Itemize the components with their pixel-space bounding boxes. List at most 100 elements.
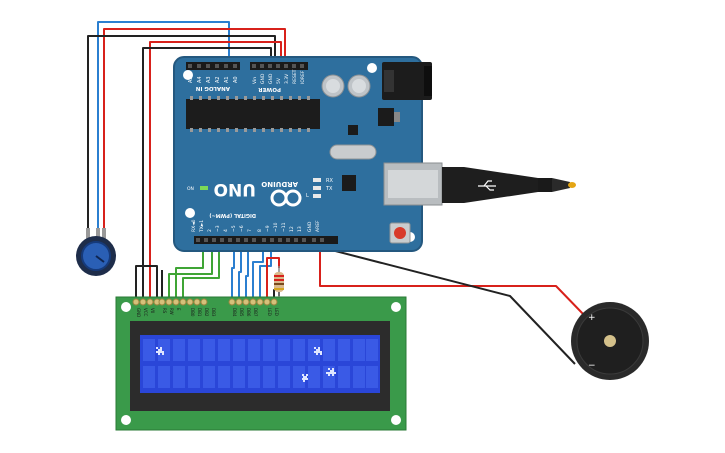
potentiometer[interactable] bbox=[76, 228, 116, 276]
analog-header bbox=[186, 62, 240, 70]
power-pin-gnd-1: GND bbox=[260, 73, 266, 84]
analog-pin-a0: A0 bbox=[233, 76, 239, 83]
lcd-custom-glyph bbox=[302, 374, 308, 382]
wire-lcd-rw-gnd[interactable] bbox=[135, 265, 158, 298]
power-pin-5v: 5V bbox=[276, 77, 282, 84]
brand-label: ARDUINO bbox=[261, 180, 298, 188]
analog-in-label: ANALOG IN bbox=[195, 85, 230, 91]
arduino-logo: UNO ARDUINO bbox=[214, 179, 302, 207]
wire-lcd-db6[interactable] bbox=[245, 236, 249, 298]
power-pin-gnd-2: GND bbox=[268, 73, 274, 84]
wire-pot-5v[interactable] bbox=[103, 28, 286, 236]
digital-pin-13: 13 bbox=[297, 226, 303, 232]
wire-lcd-db5[interactable] bbox=[238, 236, 242, 298]
capacitor bbox=[347, 74, 371, 98]
lcd-custom-glyph bbox=[326, 368, 336, 376]
digital-pin-gnd: GND bbox=[307, 221, 313, 232]
digital-pin-labels: RX◄0 TX►1 2 ~3 4 ~5 ~6 7 8 ~9 ~10 ~11 12… bbox=[191, 219, 321, 233]
usb-icon bbox=[478, 180, 496, 191]
mounting-hole bbox=[367, 63, 377, 73]
status-leds: RX TX L ON bbox=[187, 178, 333, 199]
lcd-pin-db2: DB2 bbox=[204, 308, 209, 317]
mounting-hole bbox=[121, 302, 131, 312]
digital-header bbox=[194, 236, 338, 244]
rx-label: RX bbox=[326, 178, 333, 184]
tx-label: TX bbox=[325, 186, 333, 192]
power-jack bbox=[382, 62, 432, 100]
lcd-pin-rs: RS bbox=[162, 308, 167, 314]
lcd-pin-v0: V0 bbox=[150, 308, 155, 314]
analog-pin-a2: A2 bbox=[215, 76, 221, 83]
lcd-pin-db4: DB4 bbox=[232, 308, 237, 317]
mounting-hole bbox=[185, 208, 195, 218]
small-ic bbox=[342, 175, 356, 191]
digital-pin-6: ~6 bbox=[239, 225, 245, 232]
l-label: L bbox=[306, 193, 309, 199]
small-ic bbox=[348, 125, 358, 135]
lcd-pin-db1: DB1 bbox=[197, 308, 202, 317]
digital-pin-0: RX◄0 bbox=[191, 219, 197, 232]
wire-lcd-e[interactable] bbox=[182, 236, 220, 298]
wire-buzzer-plus[interactable] bbox=[319, 236, 586, 317]
digital-pin-5: ~5 bbox=[231, 225, 237, 232]
mounting-hole bbox=[183, 70, 193, 80]
wire-pot-gnd[interactable] bbox=[87, 35, 276, 236]
lcd-pin-db7: DB7 bbox=[253, 308, 258, 317]
digital-pin-3: ~3 bbox=[215, 225, 221, 232]
digital-pin-9: ~9 bbox=[265, 225, 271, 232]
lcd-module: GND VCC V0 RS RW E DB0 DB1 DB2 DB3 DB4 D… bbox=[115, 296, 407, 431]
lcd-pin-db6: DB6 bbox=[246, 308, 251, 317]
digital-pin-8: 8 bbox=[257, 229, 263, 232]
lcd-custom-glyph bbox=[314, 347, 322, 355]
model-label: UNO bbox=[214, 179, 256, 199]
analog-pin-a1: A1 bbox=[224, 76, 230, 83]
digital-pin-4: 4 bbox=[223, 229, 229, 232]
power-pin-labels: Vin GND GND 5V 3.3V RESET IOREF bbox=[252, 69, 306, 84]
wire-lcd-vcc[interactable] bbox=[149, 41, 282, 298]
analog-pin-a5: A5 bbox=[188, 76, 194, 83]
power-pin-reset: RESET bbox=[292, 69, 298, 84]
power-pin-vin: Vin bbox=[252, 77, 258, 84]
capacitor bbox=[321, 74, 345, 98]
usb-connector bbox=[383, 162, 576, 206]
digital-pin-11: ~11 bbox=[281, 222, 287, 232]
mounting-hole bbox=[391, 302, 401, 312]
power-pin-ioref: IOREF bbox=[300, 70, 306, 84]
power-header bbox=[250, 62, 308, 70]
buzzer-plus-label: + bbox=[588, 313, 596, 323]
voltage-regulator bbox=[378, 108, 400, 126]
lcd-header-pins bbox=[132, 298, 278, 306]
lcd-pin-led-k: LED bbox=[274, 308, 279, 316]
digital-label: DIGITAL (PWM~) bbox=[209, 212, 256, 218]
lcd-pin-e: E bbox=[176, 308, 181, 311]
microcontroller-chip bbox=[186, 96, 320, 132]
analog-pin-a3: A3 bbox=[206, 76, 212, 83]
infinity-icon bbox=[270, 189, 302, 207]
digital-pin-1: TX►1 bbox=[199, 220, 205, 233]
digital-pin-10: ~10 bbox=[273, 222, 279, 232]
resistor bbox=[274, 266, 284, 298]
analog-pin-labels: A5 A4 A3 A2 A1 A0 bbox=[188, 76, 239, 83]
lcd-pin-labels: GND VCC V0 RS RW E DB0 DB1 DB2 DB3 DB4 D… bbox=[136, 308, 279, 317]
reset-button[interactable] bbox=[389, 222, 411, 244]
mounting-hole bbox=[391, 415, 401, 425]
digital-pin-2: 2 bbox=[207, 229, 213, 232]
lcd-pin-gnd: GND bbox=[136, 308, 141, 317]
buzzer-minus-label: − bbox=[588, 361, 596, 371]
wire-lcd-led-anode[interactable] bbox=[266, 257, 280, 298]
digital-pin-aref: AREF bbox=[315, 220, 321, 232]
lcd-pin-rw: RW bbox=[169, 308, 174, 315]
lcd-pin-db3: DB3 bbox=[211, 308, 216, 317]
lcd-pin-db0: DB0 bbox=[190, 308, 195, 317]
arduino-board[interactable]: A5 A4 A3 A2 A1 A0 ANALOG IN Vin GND GND … bbox=[173, 56, 432, 252]
lcd-custom-glyph bbox=[156, 347, 164, 355]
piezo-buzzer[interactable]: + − bbox=[571, 302, 649, 380]
lcd-pin-vcc: VCC bbox=[143, 308, 148, 317]
lcd-pin-led-a: LED bbox=[267, 308, 272, 316]
on-label: ON bbox=[187, 186, 194, 192]
analog-pin-a4: A4 bbox=[197, 76, 203, 83]
wire-lcd-rs[interactable] bbox=[168, 236, 213, 298]
digital-pin-7: 7 bbox=[247, 229, 253, 232]
power-pin-3v3: 3.3V bbox=[284, 73, 290, 84]
